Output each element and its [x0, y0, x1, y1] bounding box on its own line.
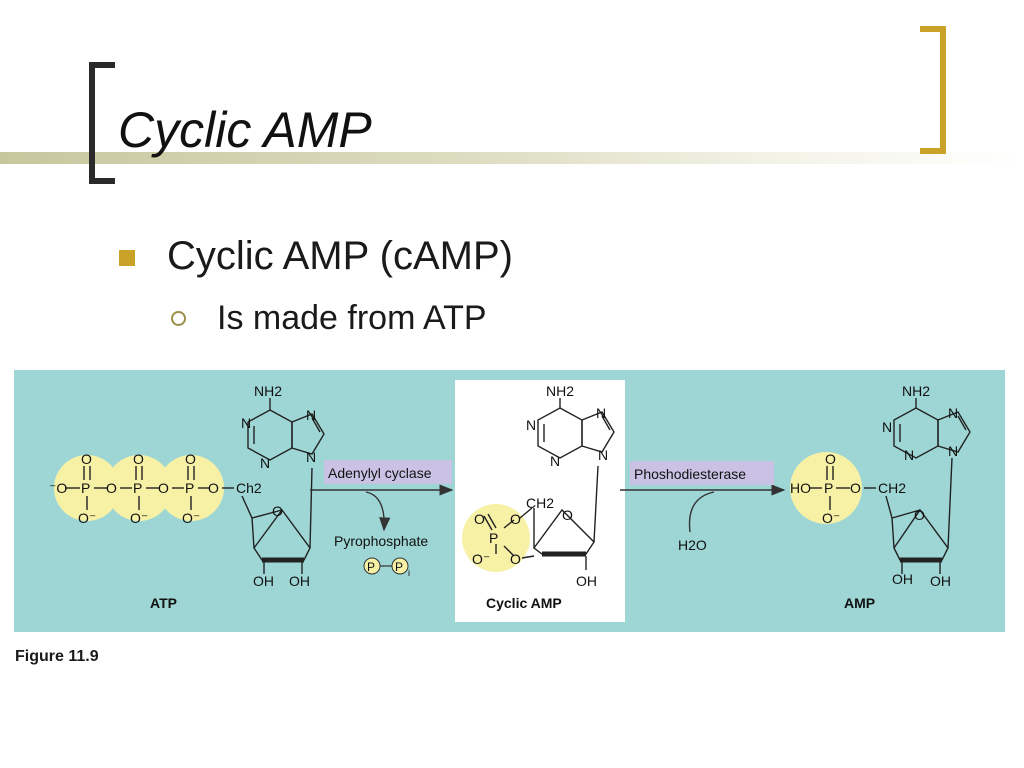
svg-text:Adenylyl cyclase: Adenylyl cyclase [328, 465, 432, 481]
svg-text:O: O [81, 451, 92, 467]
svg-text:N: N [241, 415, 251, 431]
svg-text:P: P [81, 480, 90, 496]
svg-text:OH: OH [576, 573, 597, 589]
svg-text:CH2: CH2 [526, 495, 554, 511]
amp-atom-labels: NH2 N N N N O HO P O CH2 O⁻ O OH OH [790, 383, 958, 589]
svg-text:O: O [185, 451, 196, 467]
svg-text:N: N [882, 419, 892, 435]
cyclic-amp-atom-labels: NH2 N N N N CH2 O P O O⁻ O O OH [472, 383, 608, 589]
svg-text:Pyrophosphate: Pyrophosphate [334, 533, 428, 549]
label-amp: AMP [844, 595, 875, 611]
svg-text:O⁻: O⁻ [472, 551, 490, 567]
amp-phosphate-highlight [790, 452, 862, 524]
svg-text:N: N [550, 453, 560, 469]
svg-text:O: O [474, 511, 485, 527]
svg-text:N: N [306, 407, 316, 423]
reaction-arrow-2: Phoshodiesterase H2O [620, 461, 786, 553]
svg-text:N: N [948, 443, 958, 459]
svg-text:O⁻: O⁻ [182, 510, 200, 526]
svg-text:O: O [208, 480, 219, 496]
svg-text:O⁻: O⁻ [78, 510, 96, 526]
svg-text:OH: OH [892, 571, 913, 587]
label-cyclic-amp: Cyclic AMP [486, 595, 562, 611]
amp-molecule [790, 398, 971, 574]
svg-text:O: O [106, 480, 117, 496]
svg-text:N: N [598, 447, 608, 463]
svg-text:O: O [562, 507, 573, 523]
svg-text:P: P [395, 560, 403, 574]
svg-text:O⁻: O⁻ [822, 510, 840, 526]
svg-text:P: P [133, 480, 142, 496]
svg-text:P: P [489, 530, 498, 546]
phosphate-highlight-2 [106, 455, 172, 521]
svg-text:NH2: NH2 [254, 383, 282, 399]
svg-text:H2O: H2O [678, 537, 707, 553]
svg-text:O: O [510, 551, 521, 567]
svg-text:OH: OH [930, 573, 951, 589]
reaction-arrow-1: Adenylyl cyclase Pyrophosphate P P i [310, 460, 454, 578]
circle-bullet-icon [171, 311, 186, 326]
square-bullet-icon [119, 250, 135, 266]
svg-text:Ch2: Ch2 [236, 480, 262, 496]
cyclic-amp-molecule [462, 398, 615, 572]
phosphate-highlight-3 [158, 455, 224, 521]
title-underline-band [0, 152, 1024, 164]
svg-text:HO: HO [790, 480, 811, 496]
svg-text:⁻O: ⁻O [49, 480, 67, 496]
svg-text:N: N [526, 417, 536, 433]
svg-text:O: O [914, 507, 925, 523]
svg-text:O: O [133, 451, 144, 467]
atp-molecule [54, 398, 325, 574]
phosphate-highlight-1 [54, 455, 120, 521]
bullet-text-level-1: Cyclic AMP (cAMP) [167, 234, 513, 278]
svg-text:P: P [185, 480, 194, 496]
figure-caption: Figure 11.9 [15, 648, 99, 665]
svg-text:N: N [260, 455, 270, 471]
svg-text:O: O [850, 480, 861, 496]
svg-text:OH: OH [289, 573, 310, 589]
svg-text:N: N [596, 405, 606, 421]
right-bracket-decoration [920, 26, 946, 154]
svg-text:O: O [825, 451, 836, 467]
svg-text:Phoshodiesterase: Phoshodiesterase [634, 466, 746, 482]
svg-text:P: P [367, 560, 375, 574]
bullet-text-level-2: Is made from ATP [217, 299, 487, 337]
svg-text:OH: OH [253, 573, 274, 589]
svg-text:O: O [272, 503, 283, 519]
svg-text:N: N [306, 449, 316, 465]
svg-text:NH2: NH2 [546, 383, 574, 399]
label-atp: ATP [150, 595, 177, 611]
left-bracket-decoration [89, 62, 115, 184]
svg-text:O: O [158, 480, 169, 496]
svg-text:N: N [904, 447, 914, 463]
svg-text:N: N [948, 405, 958, 421]
svg-text:O: O [510, 511, 521, 527]
svg-text:P: P [824, 480, 833, 496]
slide-title: Cyclic AMP [118, 102, 372, 158]
svg-text:NH2: NH2 [902, 383, 930, 399]
svg-text:CH2: CH2 [878, 480, 906, 496]
svg-text:i: i [408, 568, 410, 578]
svg-text:O⁻: O⁻ [130, 510, 148, 526]
